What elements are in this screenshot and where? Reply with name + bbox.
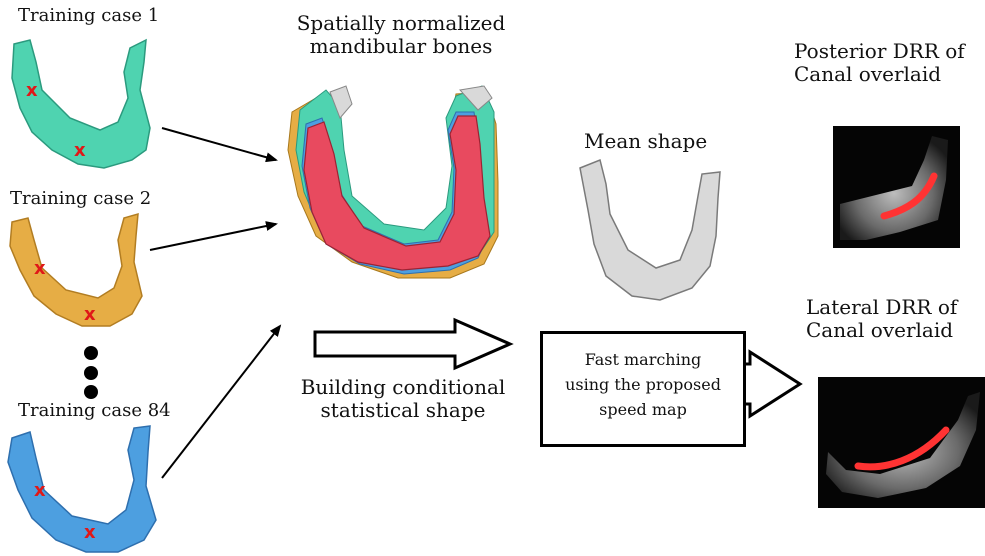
posterior-drr-line2: Canal overlaid xyxy=(794,63,965,86)
mean-shape-label: Mean shape xyxy=(584,130,707,153)
mandible-case-84 xyxy=(8,426,156,552)
mandible-case-2 xyxy=(10,214,142,326)
ellipsis-dot xyxy=(84,366,98,380)
fast-marching-line1: Fast marching xyxy=(543,348,743,373)
landmark-marker: x xyxy=(74,140,86,161)
normalized-mandibles xyxy=(288,86,498,278)
ellipsis-dot xyxy=(84,385,98,399)
fast-marching-box: Fast marching using the proposed speed m… xyxy=(540,331,746,447)
arrow-case2-to-normalized xyxy=(150,224,276,250)
posterior-drr-line1: Posterior DRR of xyxy=(794,40,965,63)
training-case-84-label: Training case 84 xyxy=(18,401,171,422)
building-caption: Building conditional statistical shape xyxy=(296,376,510,422)
mean-shape-mandible xyxy=(580,160,720,300)
normalized-title-line2: mandibular bones xyxy=(290,35,512,58)
arrow-case84-to-normalized xyxy=(162,326,280,478)
arrow-case1-to-normalized xyxy=(162,128,276,160)
landmark-marker: x xyxy=(34,258,46,279)
landmark-marker: x xyxy=(84,304,96,325)
fast-marching-line2: using the proposed xyxy=(543,373,743,398)
landmark-marker: x xyxy=(34,480,46,501)
lateral-drr-line2: Canal overlaid xyxy=(806,319,957,342)
fast-marching-line3: speed map xyxy=(543,398,743,423)
lateral-drr-label: Lateral DRR of Canal overlaid xyxy=(806,296,957,342)
hollow-arrow-building xyxy=(315,320,510,368)
fast-marching-text: Fast marching using the proposed speed m… xyxy=(543,348,743,422)
lateral-drr-line1: Lateral DRR of xyxy=(806,296,957,319)
building-caption-line1: Building conditional xyxy=(296,376,510,399)
normalized-title-line1: Spatially normalized xyxy=(290,12,512,35)
landmark-marker: x xyxy=(84,522,96,543)
training-case-2-label: Training case 2 xyxy=(10,189,151,210)
ellipsis-dot xyxy=(84,346,98,360)
training-case-1-label: Training case 1 xyxy=(18,6,159,27)
posterior-drr-label: Posterior DRR of Canal overlaid xyxy=(794,40,965,86)
landmark-marker: x xyxy=(26,80,38,101)
normalized-title: Spatially normalized mandibular bones xyxy=(290,12,512,58)
hollow-arrow-to-lateral xyxy=(743,352,800,416)
building-caption-line2: statistical shape xyxy=(296,399,510,422)
